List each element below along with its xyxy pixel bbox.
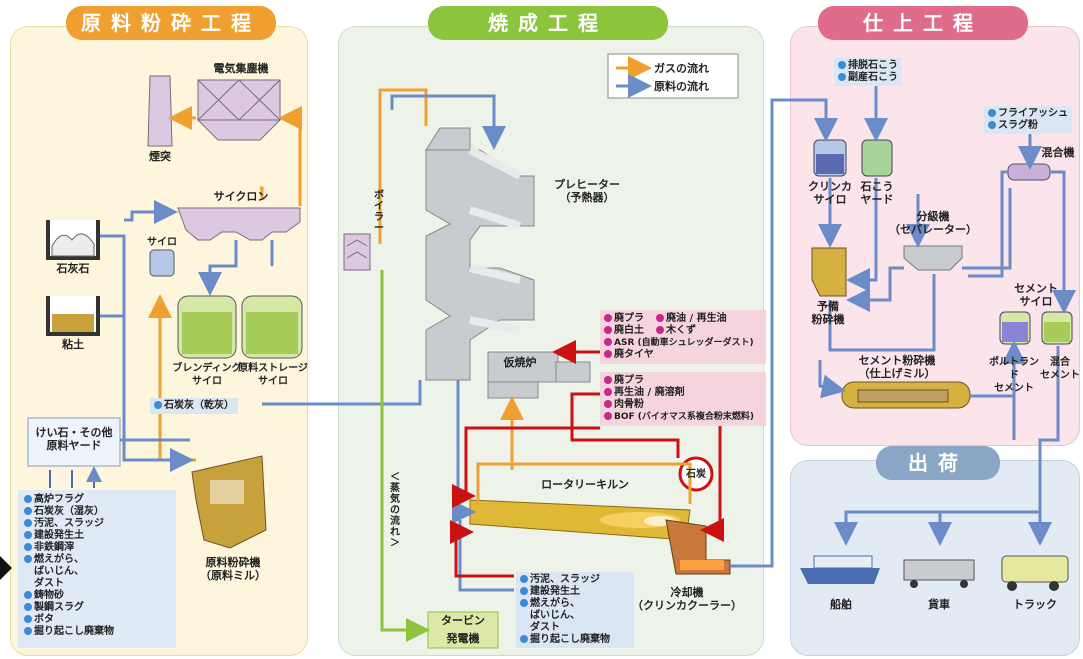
list-item: 燃えがら、 — [24, 554, 114, 566]
list-item: 廃油 / 再生油 — [656, 313, 727, 325]
list-item: 建設発生土 — [520, 586, 630, 598]
truck-icon — [1001, 555, 1069, 583]
list-item: 掘り起こし廃棄物 — [520, 634, 630, 646]
steam-label: ＜蒸気の流れ＞ — [390, 472, 400, 549]
list-item: 石炭灰（湿灰） — [24, 506, 114, 518]
preheater-shape — [425, 127, 471, 151]
list-item: ダスト — [34, 578, 64, 589]
list-item: 再生油 / 廃溶剤 — [604, 387, 762, 399]
freight-car-icon — [903, 559, 975, 581]
kiln-label: ロータリーキルン — [541, 478, 629, 491]
burn-section-title: 焼成工程 — [428, 6, 668, 40]
freight-label: 貨車 — [928, 598, 950, 611]
coal-marker — [678, 456, 714, 492]
list-item: 廃タイヤ — [604, 349, 762, 361]
blending-silo-label: ブレンディング サイロ — [172, 363, 242, 387]
list-item: ばいじん、 — [34, 566, 84, 577]
generator-label: 発電機 — [446, 632, 480, 645]
ship-section-title: 出荷 — [876, 446, 1000, 480]
clay-label: 粘土 — [62, 338, 84, 351]
cyclone-shape — [177, 207, 301, 241]
yard-label: けい石・その他 原料ヤード — [35, 426, 113, 452]
gypsum-list: 排脱石こう 副産石こう — [834, 58, 902, 86]
cement-silo-label: セメント サイロ — [1014, 282, 1058, 308]
mixer-label: 混合機 — [1041, 146, 1075, 159]
legend-gas-label: ガスの流れ — [654, 62, 709, 75]
legend-material-label: 原料の流れ — [654, 80, 709, 93]
list-item: ばいじん、 — [530, 610, 580, 621]
left-pointer-icon — [0, 556, 12, 580]
list-item: フライアッシュ — [988, 108, 1068, 120]
flyash-dry-tag: 石炭灰（乾灰） — [150, 398, 238, 414]
limestone-label: 石灰石 — [56, 262, 90, 275]
list-item: 廃白土 — [604, 325, 644, 337]
turbine-label: タービン — [441, 614, 485, 627]
kiln-inputs-list: 汚泥、スラッジ 建設発生土 燃えがら、 ばいじん、 ダスト 掘り起こし廃棄物 — [516, 572, 634, 648]
list-item: 廃プラ — [604, 313, 644, 325]
turbine-box — [427, 611, 499, 649]
storage-silo-label: 原料ストレージ サイロ — [238, 363, 308, 387]
cyclone-label: サイクロン — [213, 190, 269, 203]
cooler-label: 冷却機 （クリンカクーラー） — [632, 586, 742, 612]
list-item: 副産石こう — [838, 72, 898, 84]
finish-section-title: 仕上工程 — [818, 6, 1028, 40]
list-item: BOF (バイオマス系複合粉末燃料) — [604, 411, 762, 423]
list-item: 排脱石こう — [838, 60, 898, 72]
small-silo-label: サイロ — [147, 237, 177, 248]
truck-label: トラック — [1013, 598, 1057, 611]
list-item: 廃プラ — [604, 375, 762, 387]
list-item: 製鋼スラグ — [24, 602, 114, 614]
list-item: 鋳物砂 — [24, 590, 114, 602]
portland-label: ポルトランド セメント — [989, 357, 1039, 394]
list-item: ボタ — [24, 614, 114, 626]
list-item: スラグ粉 — [988, 120, 1068, 132]
mixed-cement-label: 混合 セメント — [1040, 357, 1080, 381]
list-item: 燃えがら、 — [520, 598, 630, 610]
list-item: 掘り起こし廃棄物 — [24, 626, 114, 638]
list-item: ダスト — [530, 622, 560, 633]
cement-mill-label: セメント粉砕機 （仕上げミル） — [858, 354, 936, 380]
calciner-fuel-list-bottom: 廃プラ 再生油 / 廃溶剤 肉骨粉 BOF (バイオマス系複合粉末燃料) — [600, 372, 766, 426]
additives-list: フライアッシュ スラグ粉 — [984, 106, 1072, 134]
chimney-shape — [147, 75, 173, 147]
list-item: 木くず — [656, 325, 727, 337]
chimney-label: 煙突 — [149, 150, 171, 163]
coal-label: 石炭 — [686, 469, 706, 480]
separator-shape — [903, 245, 963, 271]
list-item: 建設発生土 — [24, 530, 114, 542]
list-item: 高炉フラグ — [24, 494, 114, 506]
esp-shape — [197, 79, 281, 121]
small-silo-shape — [149, 249, 175, 277]
list-item: 汚泥、スラッジ — [520, 574, 630, 586]
mixer-shape — [1007, 163, 1051, 181]
list-item: ASR (自動車シュレッダーダスト) — [604, 337, 762, 349]
clinker-silo-label: クリンカ サイロ — [808, 180, 852, 206]
list-item: 非鉄鋼滓 — [24, 542, 114, 554]
raw-mill-label: 原料粉砕機 （原料ミル） — [200, 556, 266, 582]
pre-grinder-label: 予備 粉砕機 — [811, 300, 845, 326]
raw-section-title: 原料粉砕工程 — [66, 6, 276, 40]
pre-grinder-shape — [811, 247, 847, 297]
ship-label: 船舶 — [830, 598, 852, 611]
list-item: 肉骨粉 — [604, 399, 762, 411]
raw-inputs-list: 高炉フラグ 石炭灰（湿灰） 汚泥、スラッジ 建設発生土 非鉄鋼滓 燃えがら、 ば… — [24, 494, 114, 638]
calciner-label: 仮焼炉 — [503, 356, 537, 369]
esp-label: 電気集塵機 — [213, 62, 269, 75]
gypsum-yard-label: 石こう ヤード — [860, 180, 894, 206]
separator-label: 分級機 （セパレーター） — [889, 210, 977, 236]
list-item: 汚泥、スラッジ — [24, 518, 114, 530]
calciner-fuel-list-top: 廃プラ 廃白土 廃油 / 再生油 木くず ASR (自動車シュレッダーダスト) … — [600, 310, 766, 364]
ship-icon — [800, 568, 880, 584]
preheater-label: プレヒーター （予熱器） — [554, 178, 620, 204]
raw-inputs-box — [18, 490, 176, 648]
boiler-label: ボイラー — [374, 190, 384, 234]
gypsum-yard-shape — [861, 139, 893, 177]
calciner-shape — [487, 351, 559, 383]
